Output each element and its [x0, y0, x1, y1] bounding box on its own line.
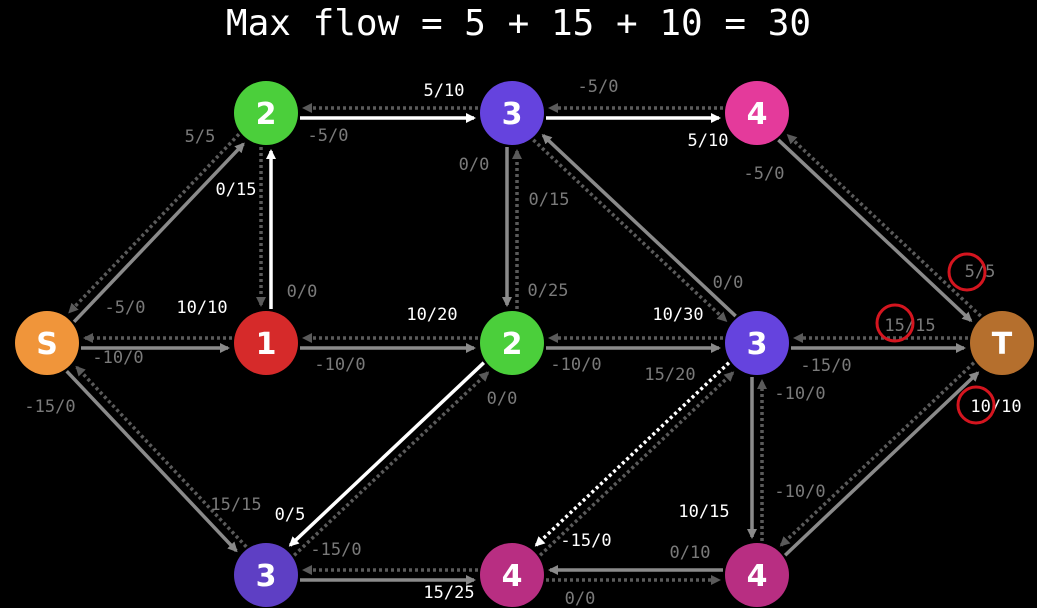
edge-label-b2-to-a1: -10/0 [314, 355, 365, 375]
edge-label-b4-to-a3: -15/0 [310, 540, 361, 560]
edge-label-b2-to-c3: 10/30 [652, 305, 703, 325]
edge-label-a3-to-b4: 15/25 [423, 583, 474, 603]
node-label: T [992, 327, 1013, 362]
node-label: 3 [747, 327, 768, 362]
edge-c4-to-t [777, 138, 973, 323]
edge-label-b3-to-a2: -5/0 [308, 126, 349, 146]
node-circle [234, 81, 298, 145]
node-a1: 1 [234, 311, 298, 375]
edge-label-t-to-c3: -15/0 [800, 356, 851, 376]
edge-c3-to-b4 [534, 361, 731, 547]
edges-layer [65, 103, 982, 585]
node-b2: 2 [480, 311, 544, 375]
node-label: 4 [502, 559, 523, 594]
node-label: 3 [256, 559, 277, 594]
edge-label-b4-to-c4b: 0/10 [670, 543, 711, 563]
edge-label-t-to-c4b: -10/0 [774, 384, 825, 404]
node-label: 2 [502, 327, 523, 362]
edge-label-b2-to-b3: 0/0 [459, 155, 490, 175]
node-b4: 4 [480, 543, 544, 607]
edge-label-b3-to-c4: 5/10 [688, 131, 729, 151]
node-circle [234, 311, 298, 375]
edge-label-c4b-to-c3: -10/0 [774, 482, 825, 502]
edge-c4b-to-t [783, 371, 980, 557]
node-label: 3 [502, 97, 523, 132]
edge-label-c3-to-c4b: 10/15 [678, 502, 729, 522]
edge-label-a2-to-a1: 0/0 [287, 282, 318, 302]
edge-b2-to-a3 [288, 361, 486, 547]
edge-label-c4b-to-b4: 0/0 [565, 589, 596, 608]
edge-label-c3-to-b2: -10/0 [550, 355, 601, 375]
edge-label-c4b-to-t: 10/10 [970, 397, 1021, 417]
edge-label-b2-to-a3: 0/5 [275, 505, 306, 525]
node-label: 4 [747, 559, 768, 594]
edge-a3-to-s [75, 365, 248, 549]
edge-label-a2-to-s: -5/0 [105, 298, 146, 318]
edge-label-a1-to-a2: 0/15 [216, 180, 257, 200]
edge-b3-to-c3 [532, 138, 728, 323]
edge-label-b3-to-b2: 0/15 [529, 190, 570, 210]
node-s: S [15, 311, 79, 375]
edge-label-t-to-c4: -5/0 [744, 164, 785, 184]
node-c4b: 4 [725, 543, 789, 607]
edge-label-b3-to-c3: 0/25 [528, 281, 569, 301]
edge-label-a1-to-s: -10/0 [92, 348, 143, 368]
saturated-marker-c4b-t [956, 385, 996, 425]
node-circle [234, 543, 298, 607]
node-circle [725, 311, 789, 375]
node-label: 4 [747, 97, 768, 132]
edge-s-to-a3 [65, 369, 238, 553]
node-label: S [36, 327, 58, 362]
node-c3: 3 [725, 311, 789, 375]
edge-c3-to-b3 [541, 133, 737, 318]
saturated-marker-c3-t [875, 303, 915, 343]
edge-a3-to-b2 [292, 371, 490, 557]
edge-label-c3-to-t: 15/15 [884, 316, 935, 336]
edge-labels-layer: 10/10-10/05/5-5/015/15-15/00/150/05/10-5… [24, 77, 1021, 608]
edge-label-a3-to-s: -15/0 [24, 397, 75, 417]
edge-label-s-to-a3: 15/15 [210, 495, 261, 515]
edge-label-c4-to-b3: -5/0 [578, 77, 619, 97]
node-circle [480, 311, 544, 375]
edge-s-to-a2 [72, 142, 245, 324]
node-t: T [970, 311, 1034, 375]
edge-label-c3-to-b4: -15/0 [560, 531, 611, 551]
edge-label-c3-to-b3: 0/0 [713, 273, 744, 293]
edge-label-c4-to-t: 5/5 [965, 262, 996, 282]
saturated-marker-c4-t [947, 252, 987, 292]
node-circle [725, 543, 789, 607]
node-circle [970, 311, 1034, 375]
edge-label-a3-to-b2: 0/0 [487, 389, 518, 409]
edge-label-a1-to-b2: 10/20 [406, 305, 457, 325]
node-circle [725, 81, 789, 145]
node-a3: 3 [234, 543, 298, 607]
edge-label-s-to-a2: 5/5 [185, 127, 216, 147]
saturated-markers-layer [875, 252, 996, 425]
node-label: 1 [256, 327, 277, 362]
node-circle [15, 311, 79, 375]
edge-label-b4-to-c3: 15/20 [644, 365, 695, 385]
edge-b4-to-c3 [538, 371, 735, 557]
node-a2: 2 [234, 81, 298, 145]
edge-t-to-c4 [786, 133, 982, 318]
edge-t-to-c4b [779, 361, 976, 547]
edge-label-s-to-a1: 10/10 [176, 298, 227, 318]
edge-a2-to-s [68, 132, 241, 314]
node-circle [480, 543, 544, 607]
node-b3: 3 [480, 81, 544, 145]
node-circle [480, 81, 544, 145]
node-label: 2 [256, 97, 277, 132]
edge-label-a2-to-b3: 5/10 [424, 81, 465, 101]
diagram-title: Max flow = 5 + 15 + 10 = 30 [225, 3, 812, 44]
node-c4: 4 [725, 81, 789, 145]
